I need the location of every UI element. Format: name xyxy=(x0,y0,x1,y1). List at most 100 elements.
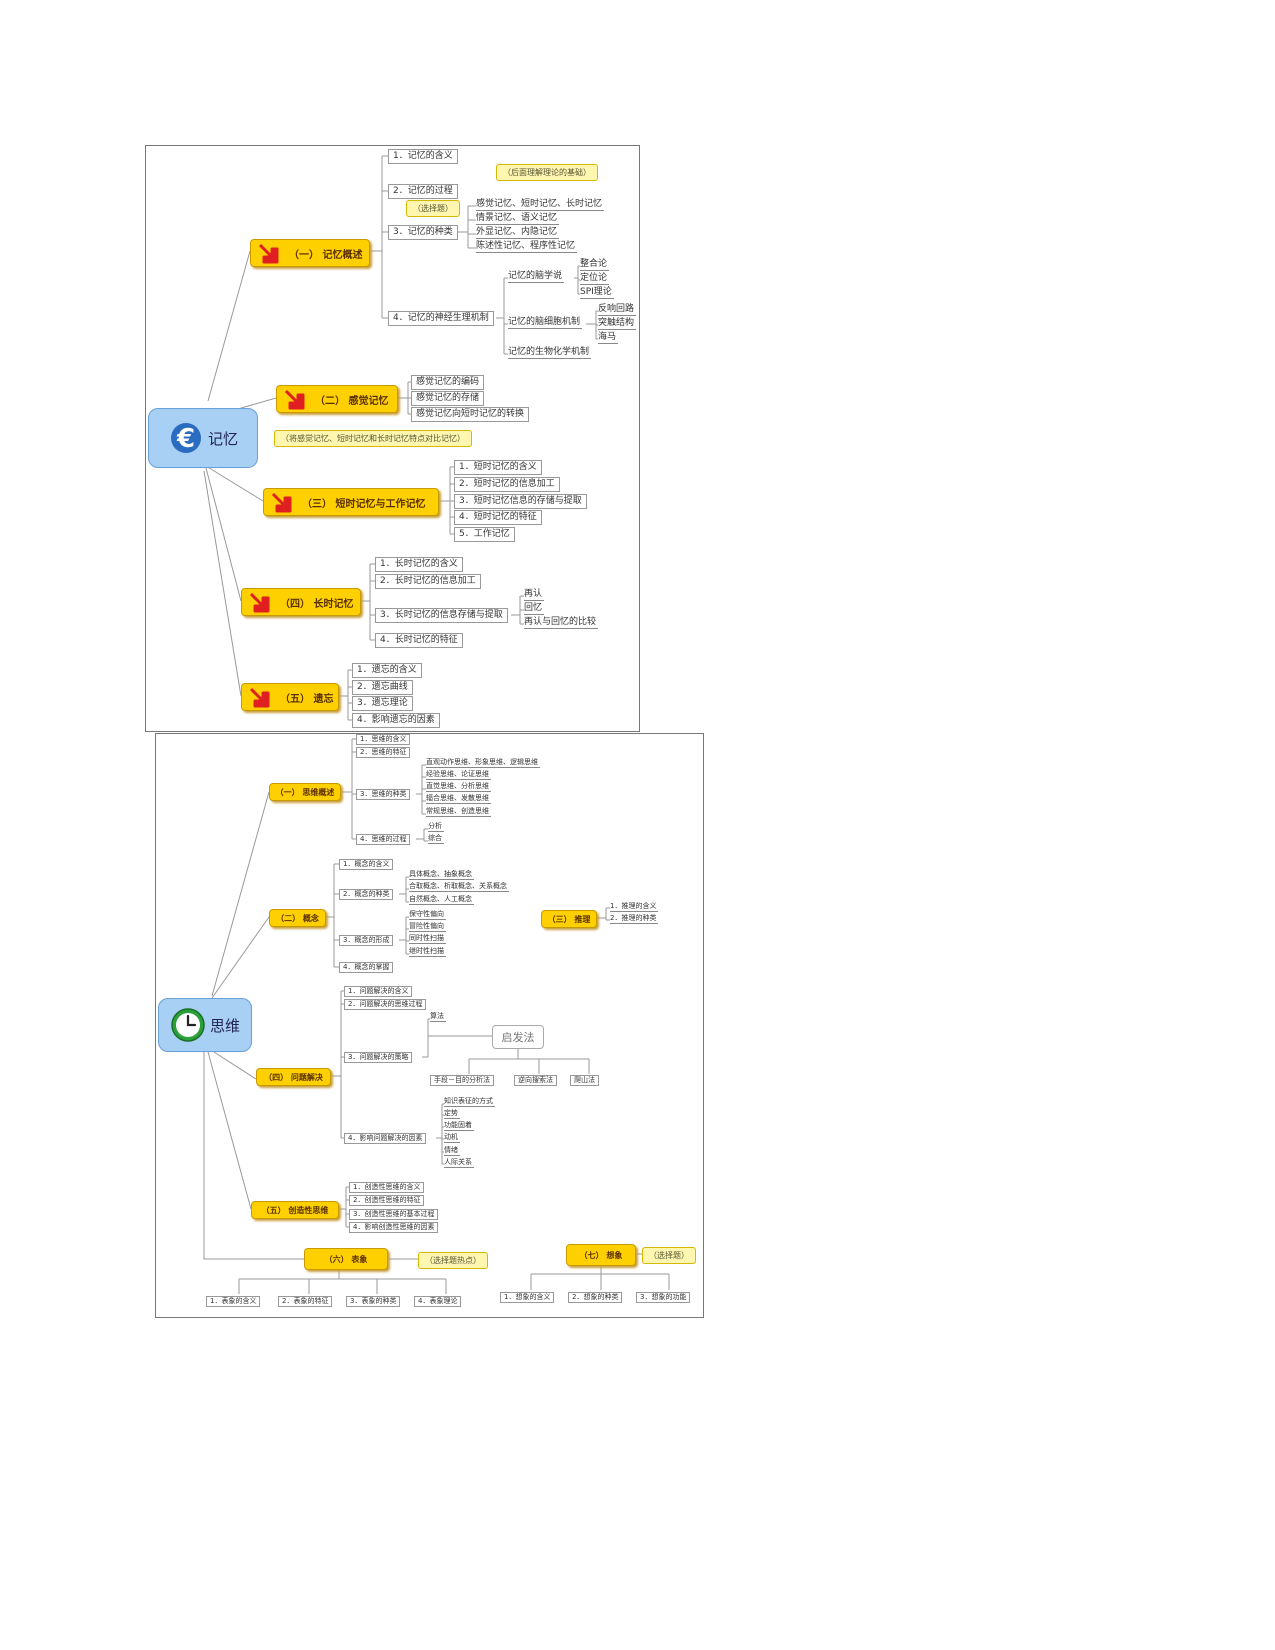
memory-item: 4．长时记忆的特征 xyxy=(375,633,463,648)
thinking-center-label: 思维 xyxy=(209,1016,240,1035)
thinking-subitem: 冒险性偏向 xyxy=(409,922,446,932)
thinking-branch-creative[interactable]: （五） 创造性思维 xyxy=(251,1201,339,1219)
thinking-branch-imagination[interactable]: （七） 想象 xyxy=(566,1244,636,1266)
thinking-item: 3．思维的种类 xyxy=(356,789,411,800)
memory-subitem: 再认 xyxy=(524,589,545,601)
memory-mindmap: € 记忆 （一） 记忆概述 1．记忆的含义 2．记忆的过程 （后面理解理论的基础… xyxy=(145,145,640,732)
thinking-subitem: 动机 xyxy=(444,1133,460,1143)
branch-label: （三） 推理 xyxy=(547,914,591,924)
memory-branch-sensory[interactable]: （二） 感觉记忆 xyxy=(276,385,398,413)
memory-item: 2．长时记忆的信息加工 xyxy=(375,574,481,589)
thinking-item: 2．问题解决的思维过程 xyxy=(344,999,427,1010)
note-callout: （选择题热点） xyxy=(418,1252,488,1269)
memory-central-node: € 记忆 xyxy=(148,408,258,468)
memory-type-item: 情景记忆、语义记忆 xyxy=(476,213,560,225)
thinking-subitem: 直觉思维、分析思维 xyxy=(426,782,491,792)
thinking-subitem: 1．推理的含义 xyxy=(610,902,659,912)
imagination-item: 1．想象的含义 xyxy=(500,1292,555,1303)
note-callout: （选择题） xyxy=(406,200,460,217)
memory-branch-short-term[interactable]: （三） 短时记忆与工作记忆 xyxy=(263,488,439,516)
memory-center-label: 记忆 xyxy=(207,429,238,448)
thinking-item: 3．创造性思维的基本过程 xyxy=(349,1209,439,1220)
branch-label: （二） 感觉记忆 xyxy=(315,395,389,407)
thinking-branch-reasoning[interactable]: （三） 推理 xyxy=(541,910,597,928)
imagery-item: 3．表象的种类 xyxy=(346,1296,401,1307)
thinking-subitem: 保守性偏向 xyxy=(409,910,446,920)
memory-item: 3．记忆的种类 xyxy=(388,225,458,240)
memory-item: 5．工作记忆 xyxy=(454,527,515,542)
red-arrow-icon xyxy=(284,389,305,410)
branch-label: （一） 记忆概述 xyxy=(289,249,363,261)
memory-branch-overview[interactable]: （一） 记忆概述 xyxy=(250,239,370,267)
thinking-connectors xyxy=(203,738,670,1294)
thinking-item: 3．问题解决的策略 xyxy=(344,1052,413,1063)
branch-label: （一） 思维概述 xyxy=(275,787,335,797)
neuro-subitem: 定位论 xyxy=(580,273,610,285)
clock-icon xyxy=(171,1008,205,1042)
memory-item: 1．遗忘的含义 xyxy=(352,663,422,678)
note-callout: （将感觉记忆、短时记忆和长时记忆特点对比记忆） xyxy=(274,430,472,447)
branch-label: （六） 表象 xyxy=(324,1254,368,1264)
note-callout: （选择题） xyxy=(642,1247,696,1264)
neuro-subitem: 整合论 xyxy=(580,259,610,271)
red-arrow-icon xyxy=(249,687,270,708)
thinking-item: 1．思维的含义 xyxy=(356,734,411,745)
thinking-subitem: 分析 xyxy=(428,822,444,832)
heuristic-node: 启发法 xyxy=(492,1025,544,1049)
branch-label: （三） 短时记忆与工作记忆 xyxy=(302,498,426,510)
memory-branch-forgetting[interactable]: （五） 遗忘 xyxy=(241,683,339,711)
thinking-subitem: 经验思维、论证思维 xyxy=(426,770,491,780)
memory-item: 1．记忆的含义 xyxy=(388,149,458,164)
thinking-subitem: 功能固着 xyxy=(444,1121,474,1131)
neuro-subitem: 突触结构 xyxy=(598,318,637,330)
thinking-mindmap: 思维 （一） 思维概述 1．思维的含义 2．思维的特征 3．思维的种类 直观动作… xyxy=(155,733,704,1318)
thinking-branch-overview[interactable]: （一） 思维概述 xyxy=(269,783,341,801)
heuristic-item: 逆向搜索法 xyxy=(514,1075,557,1086)
memory-item: 1．短时记忆的含义 xyxy=(454,460,542,475)
thinking-subitem: 综合 xyxy=(428,834,444,844)
neuro-item: 记忆的生物化学机制 xyxy=(508,347,592,359)
thinking-subitem: 情绪 xyxy=(444,1146,460,1156)
memory-item: 感觉记忆的存储 xyxy=(411,391,485,406)
branch-label: （五） 遗忘 xyxy=(280,693,334,705)
thinking-subitem: 定势 xyxy=(444,1109,460,1119)
neuro-subitem: SPI理论 xyxy=(580,287,614,299)
neuro-item: 记忆的脑学说 xyxy=(508,271,565,283)
thinking-central-node: 思维 xyxy=(158,998,252,1052)
thinking-subitem: 继时性扫描 xyxy=(409,947,446,957)
memory-type-item: 陈述性记忆、程序性记忆 xyxy=(476,241,578,253)
heuristic-item: 爬山法 xyxy=(570,1075,599,1086)
imagination-item: 3．想象的功能 xyxy=(636,1292,691,1303)
thinking-subitem: 合取概念、析取概念、关系概念 xyxy=(409,882,509,892)
memory-connectors xyxy=(203,155,598,721)
thinking-subitem: 自然概念、人工概念 xyxy=(409,895,474,905)
memory-branch-long-term[interactable]: （四） 长时记忆 xyxy=(241,588,361,616)
thinking-subitem: 直观动作思维、形象思维、逻辑思维 xyxy=(426,758,540,768)
memory-item: 感觉记忆向短时记忆的转换 xyxy=(411,407,530,422)
euro-icon: € xyxy=(170,423,201,454)
memory-type-item: 外显记忆、内隐记忆 xyxy=(476,227,560,239)
neuro-subitem: 海马 xyxy=(598,332,619,344)
thinking-branch-imagery[interactable]: （六） 表象 xyxy=(304,1248,388,1270)
thinking-subitem: 2．推理的种类 xyxy=(610,914,659,924)
thinking-branch-concept[interactable]: （二） 概念 xyxy=(269,909,326,927)
memory-type-item: 感觉记忆、短时记忆、长时记忆 xyxy=(476,199,605,211)
thinking-branch-problem-solving[interactable]: （四） 问题解决 xyxy=(256,1068,331,1086)
memory-item: 4．短时记忆的特征 xyxy=(454,510,542,525)
thinking-subitem: 常规思维、创造思维 xyxy=(426,807,491,817)
thinking-item: 1．问题解决的含义 xyxy=(344,986,413,997)
neuro-subitem: 反响回路 xyxy=(598,304,637,316)
thinking-item: 4．概念的掌握 xyxy=(339,962,394,973)
memory-item: 2．遗忘曲线 xyxy=(352,680,413,695)
memory-item: 3．短时记忆信息的存储与提取 xyxy=(454,494,587,509)
memory-item: 3．长时记忆的信息存储与提取 xyxy=(375,608,508,623)
memory-subitem: 再认与回忆的比较 xyxy=(524,617,599,629)
imagery-item: 2．表象的特征 xyxy=(278,1296,333,1307)
branch-label: （二） 概念 xyxy=(276,913,319,923)
thinking-item: 4．影响问题解决的因素 xyxy=(344,1133,427,1144)
memory-subitem: 回忆 xyxy=(524,603,545,615)
imagery-item: 1．表象的含义 xyxy=(206,1296,261,1307)
thinking-item: 1．创造性思维的含义 xyxy=(349,1182,425,1193)
memory-item: 4．记忆的神经生理机制 xyxy=(388,311,494,326)
red-arrow-icon xyxy=(249,592,270,613)
